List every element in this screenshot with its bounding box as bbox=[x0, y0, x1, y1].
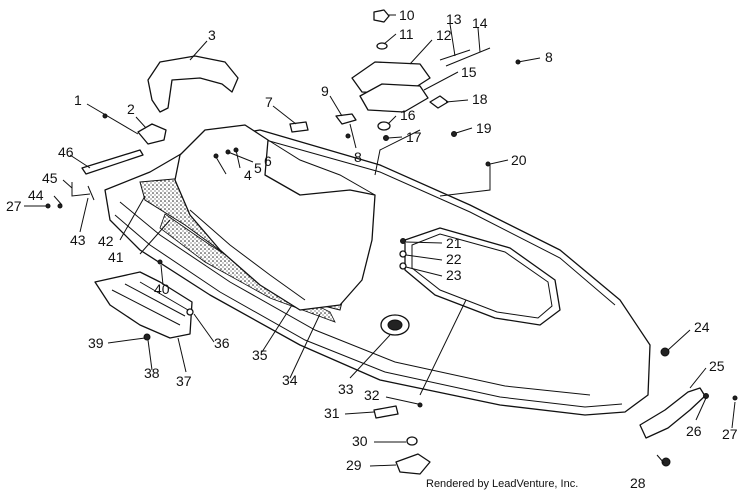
callout-45: 45 bbox=[42, 170, 58, 186]
cap-10 bbox=[373, 9, 390, 23]
callout-1: 1 bbox=[74, 92, 82, 108]
callout-13: 13 bbox=[446, 11, 462, 27]
clamp-29 bbox=[395, 453, 431, 475]
nut-30 bbox=[406, 436, 418, 446]
callout-41: 41 bbox=[108, 249, 124, 265]
rail-46 bbox=[81, 149, 144, 175]
screw-43 bbox=[87, 185, 95, 201]
callout-3: 3 bbox=[208, 27, 216, 43]
callout-23: 23 bbox=[446, 267, 462, 283]
bracket-18 bbox=[429, 95, 449, 109]
hinge-2 bbox=[137, 123, 167, 145]
callout-44: 44 bbox=[28, 187, 44, 203]
callout-27-right: 27 bbox=[722, 426, 738, 442]
plate-7 bbox=[289, 121, 309, 133]
hood-gasket bbox=[359, 83, 429, 113]
callout-16: 16 bbox=[400, 107, 416, 123]
callout-22: 22 bbox=[446, 251, 462, 267]
callout-11: 11 bbox=[399, 26, 414, 42]
callout-33: 33 bbox=[338, 381, 354, 397]
callout-42: 42 bbox=[98, 233, 114, 249]
callout-36: 36 bbox=[214, 335, 230, 351]
callout-40: 40 bbox=[154, 281, 170, 297]
bracket-45 bbox=[71, 182, 91, 197]
callout-12: 12 bbox=[436, 27, 452, 43]
callout-38: 38 bbox=[144, 365, 160, 381]
callout-15: 15 bbox=[461, 64, 477, 80]
callout-31: 31 bbox=[324, 405, 340, 421]
callout-14: 14 bbox=[472, 15, 488, 31]
callout-25: 25 bbox=[709, 358, 725, 374]
callout-20: 20 bbox=[511, 152, 527, 168]
callout-7: 7 bbox=[265, 94, 273, 110]
callout-32: 32 bbox=[364, 387, 380, 403]
plate-31 bbox=[373, 405, 399, 419]
callout-28: 28 bbox=[630, 475, 646, 491]
callout-6: 6 bbox=[264, 153, 272, 169]
callout-21: 21 bbox=[446, 235, 462, 251]
callout-34: 34 bbox=[282, 372, 298, 388]
hood-window bbox=[404, 227, 561, 326]
callout-30: 30 bbox=[352, 433, 368, 449]
strip-14 bbox=[445, 47, 491, 67]
callout-19: 19 bbox=[476, 120, 492, 136]
callout-8-top: 8 bbox=[545, 49, 553, 65]
callout-39: 39 bbox=[88, 335, 104, 351]
callout-37: 37 bbox=[176, 373, 192, 389]
washer-16 bbox=[377, 121, 391, 131]
leader-lines bbox=[24, 14, 736, 467]
latch-9 bbox=[335, 113, 357, 125]
callout-35: 35 bbox=[252, 347, 268, 363]
washer-11 bbox=[376, 42, 388, 50]
callout-8-mid: 8 bbox=[354, 149, 362, 165]
callout-46: 46 bbox=[58, 144, 74, 160]
skid-plate-37 bbox=[94, 271, 193, 339]
grab-handle bbox=[147, 55, 239, 113]
callout-labels: 1 2 3 4 5 6 7 8 8 9 10 11 12 13 14 15 16… bbox=[6, 7, 738, 491]
callout-10: 10 bbox=[399, 7, 415, 23]
callout-24: 24 bbox=[694, 319, 710, 335]
callout-18: 18 bbox=[472, 91, 488, 107]
callout-17: 17 bbox=[406, 129, 422, 145]
render-credit: Rendered by LeadVenture, Inc. bbox=[426, 478, 579, 490]
callout-26: 26 bbox=[686, 423, 702, 439]
callout-9: 9 bbox=[321, 83, 329, 99]
callout-2: 2 bbox=[127, 101, 135, 117]
callout-27-left: 27 bbox=[6, 198, 22, 214]
callout-29: 29 bbox=[346, 457, 362, 473]
seat bbox=[174, 124, 376, 311]
callout-4: 4 bbox=[244, 167, 252, 183]
callout-43: 43 bbox=[70, 232, 86, 248]
fasteners bbox=[45, 59, 738, 467]
callout-5: 5 bbox=[254, 160, 262, 176]
